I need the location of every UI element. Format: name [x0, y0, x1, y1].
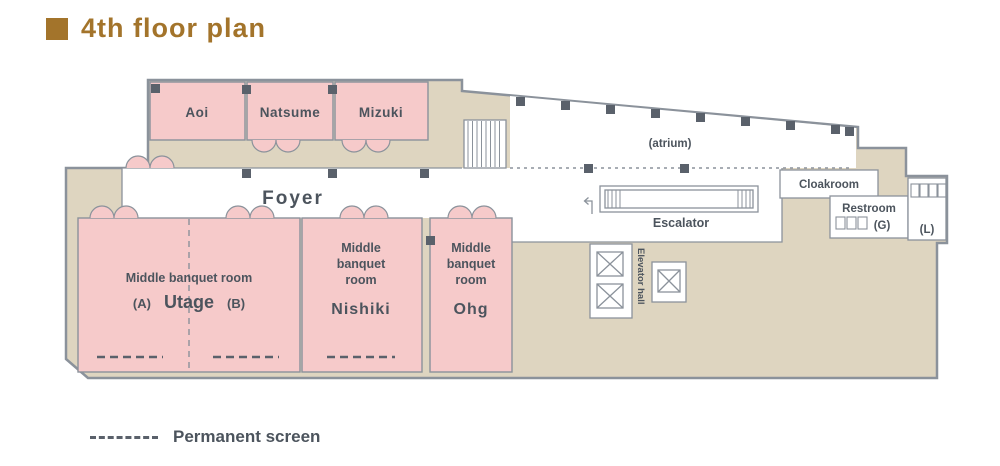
room-natsume: Natsume — [246, 81, 334, 141]
restroom-stall — [846, 216, 857, 230]
column-marker — [420, 169, 429, 178]
room-nishiki-shape — [301, 217, 423, 373]
column-marker — [651, 109, 660, 118]
room-ohg-shape — [429, 217, 513, 373]
room-mizuki: Mizuki — [334, 81, 429, 141]
cloakroom-box — [779, 169, 879, 199]
restroom-l-box — [907, 177, 947, 241]
elevator-car-1-cross-icon — [596, 251, 624, 277]
restroom-g-area: Restroom (G) — [829, 195, 909, 239]
atrium-area — [510, 96, 856, 168]
door-arc — [339, 205, 389, 219]
restroom-stall — [928, 183, 938, 198]
restroom-l-area: (L) — [907, 177, 947, 241]
stairs-hatching — [467, 121, 500, 167]
door-arc — [225, 205, 275, 219]
column-marker — [151, 84, 160, 93]
page-title: 4th floor plan — [46, 13, 266, 44]
room-natsume-label: Natsume — [260, 105, 321, 120]
room-aoi-shape — [149, 81, 246, 141]
column-marker — [606, 105, 615, 114]
column-marker — [845, 127, 854, 136]
restroom-stall — [919, 183, 929, 198]
escalator-label: Escalator — [653, 216, 709, 230]
atrium-label: (atrium) — [649, 138, 692, 150]
door-arc — [125, 155, 175, 169]
restroom-g-label: (G) — [874, 220, 891, 232]
room-aoi: Aoi — [149, 81, 246, 141]
restroom-label: Restroom — [842, 203, 896, 215]
room-ohg-name: Ohg — [454, 301, 489, 318]
room-utage-type-label: Middle banquet room — [126, 271, 252, 285]
foyer-area — [122, 168, 510, 218]
column-marker — [741, 117, 750, 126]
door-arc — [447, 205, 497, 219]
restroom-stall — [835, 216, 846, 230]
door-arc — [251, 139, 301, 153]
door-arc — [89, 205, 139, 219]
column-marker — [786, 121, 795, 130]
permanent-screen-dash-icon — [90, 435, 158, 439]
room-ohg-type-line3: room — [455, 273, 486, 287]
room-mizuki-label: Mizuki — [359, 105, 403, 120]
room-nishiki-name: Nishiki — [331, 301, 390, 318]
restroom-l-label: (L) — [920, 224, 935, 236]
room-natsume-shape — [246, 81, 334, 141]
column-marker — [584, 164, 593, 173]
utage-a-label: (A) — [133, 296, 151, 311]
elevator-car-2-cross-icon — [596, 283, 624, 309]
column-marker — [831, 125, 840, 134]
room-ohg: Middle banquet room Ohg — [429, 217, 513, 373]
column-marker — [242, 169, 251, 178]
utage-b-label: (B) — [227, 296, 245, 311]
column-marker — [680, 164, 689, 173]
foyer-label: Foyer — [262, 188, 324, 209]
escalator-arrow-icon — [583, 197, 593, 214]
room-nishiki: Middle banquet room Nishiki — [301, 217, 423, 373]
column-marker — [561, 101, 570, 110]
column-marker — [516, 97, 525, 106]
room-nishiki-type-line1: Middle — [341, 241, 381, 255]
elevator-car-3-cross-icon — [657, 269, 681, 293]
elevator-hall: Elevator hall — [589, 243, 687, 319]
room-nishiki-type-line3: room — [345, 273, 376, 287]
cloakroom: Cloakroom — [779, 169, 879, 199]
restroom-stall — [857, 216, 868, 230]
room-mizuki-shape — [334, 81, 429, 141]
restroom-stall — [910, 183, 920, 198]
column-marker — [328, 169, 337, 178]
room-utage: Middle banquet room (A) Utage (B) — [77, 217, 301, 373]
stairs — [463, 119, 507, 169]
column-marker — [696, 113, 705, 122]
escalator — [583, 185, 759, 214]
room-ohg-type-line2: banquet — [447, 257, 496, 271]
legend-label: Permanent screen — [173, 427, 321, 446]
column-marker — [426, 236, 435, 245]
door-arc — [341, 139, 391, 153]
elevator-hall-label: Elevator hall — [635, 248, 646, 305]
restroom-stall — [937, 183, 947, 198]
room-utage-name-label: (A) Utage (B) — [133, 292, 245, 312]
cloakroom-label: Cloakroom — [799, 179, 859, 191]
title-square-icon — [46, 17, 68, 40]
column-marker — [242, 85, 251, 94]
room-nishiki-type-line2: banquet — [337, 257, 386, 271]
column-marker — [328, 85, 337, 94]
foyer-wall — [121, 167, 462, 218]
escalator-inner — [604, 189, 754, 209]
room-ohg-type-line1: Middle — [451, 241, 491, 255]
utage-name: Utage — [164, 292, 214, 312]
escalator-steps — [607, 190, 751, 208]
legend: Permanent screen — [90, 427, 320, 447]
room-aoi-label: Aoi — [185, 105, 208, 120]
page-title-text: 4th floor plan — [81, 13, 266, 43]
